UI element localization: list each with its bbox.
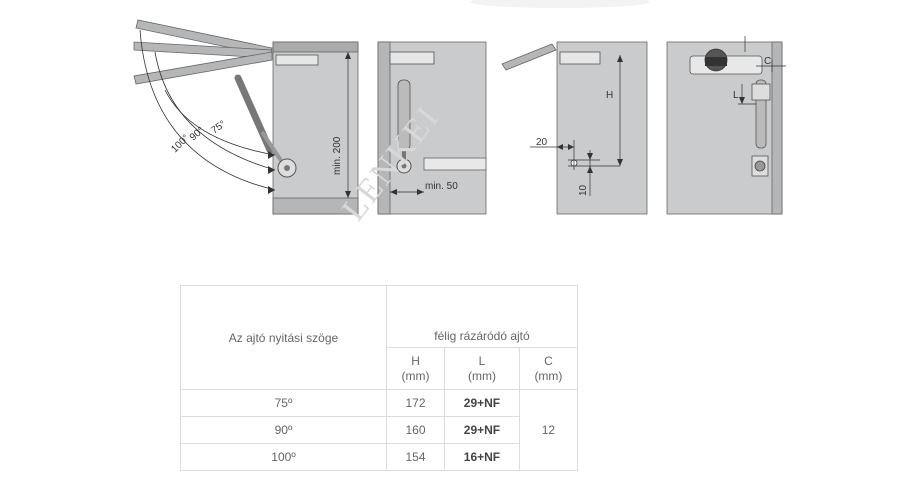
- angle-cell: 75º: [180, 389, 387, 417]
- table-row: 75º 172 29+NF 12: [180, 389, 579, 471]
- opening-angle-header: Az ajtó nyitási szöge: [180, 285, 387, 390]
- l-cell: 16+NF: [444, 443, 520, 471]
- dimension-H: H: [606, 90, 613, 101]
- h-cell: 160: [385, 416, 446, 444]
- angle-cell: 100º: [180, 443, 387, 471]
- dimension-min-200: min. 200: [332, 136, 343, 175]
- h-cell: 172: [385, 389, 446, 417]
- dimension-10: 10: [578, 184, 589, 196]
- h-cell: 154: [385, 443, 446, 471]
- spec-table: Az ajtó nyitási szöge félig rázáródó ajt…: [180, 285, 579, 471]
- l-cell: 29+NF: [444, 389, 520, 417]
- column-header-C: C (mm): [518, 347, 579, 390]
- table-top-spacer-row: Az ajtó nyitási szöge félig rázáródó ajt…: [180, 285, 578, 390]
- column-C-name: C: [544, 353, 553, 368]
- drawing-hinge-position: H 20 10: [501, 41, 648, 215]
- half-overlay-door-header: félig rázáródó ajtó: [386, 285, 578, 348]
- dimension-20: 20: [536, 137, 548, 148]
- table-row: 90º 160 29+NF: [180, 416, 578, 444]
- column-C-unit: (mm): [534, 368, 563, 383]
- drawing-front-view: C L: [666, 36, 786, 215]
- column-header-H: H (mm): [385, 347, 446, 390]
- drawing-side-view: min. 50: [377, 41, 487, 215]
- column-header-row: H (mm) L (mm) C (mm): [181, 347, 579, 390]
- column-H-unit: (mm): [401, 368, 430, 383]
- angle-cell: 90º: [180, 416, 387, 444]
- drawing-opening-angles: 75° 90° 100° min. 200: [133, 19, 359, 215]
- dimension-L: L: [733, 90, 739, 101]
- dimension-C: C: [764, 56, 771, 67]
- column-H-name: H: [411, 353, 420, 368]
- l-cell: 29+NF: [444, 416, 520, 444]
- technical-drawings: 75° 90° 100° min. 200 min. 50 H: [133, 0, 786, 215]
- dimension-min-50: min. 50: [425, 181, 458, 192]
- column-L-name: L: [478, 353, 486, 368]
- c-cell: 12: [518, 389, 579, 471]
- column-L-unit: (mm): [467, 368, 496, 383]
- table-row: 100º 154 16+NF: [180, 443, 578, 471]
- angle-label-75: 75°: [209, 119, 228, 137]
- column-header-L: L (mm): [444, 347, 520, 390]
